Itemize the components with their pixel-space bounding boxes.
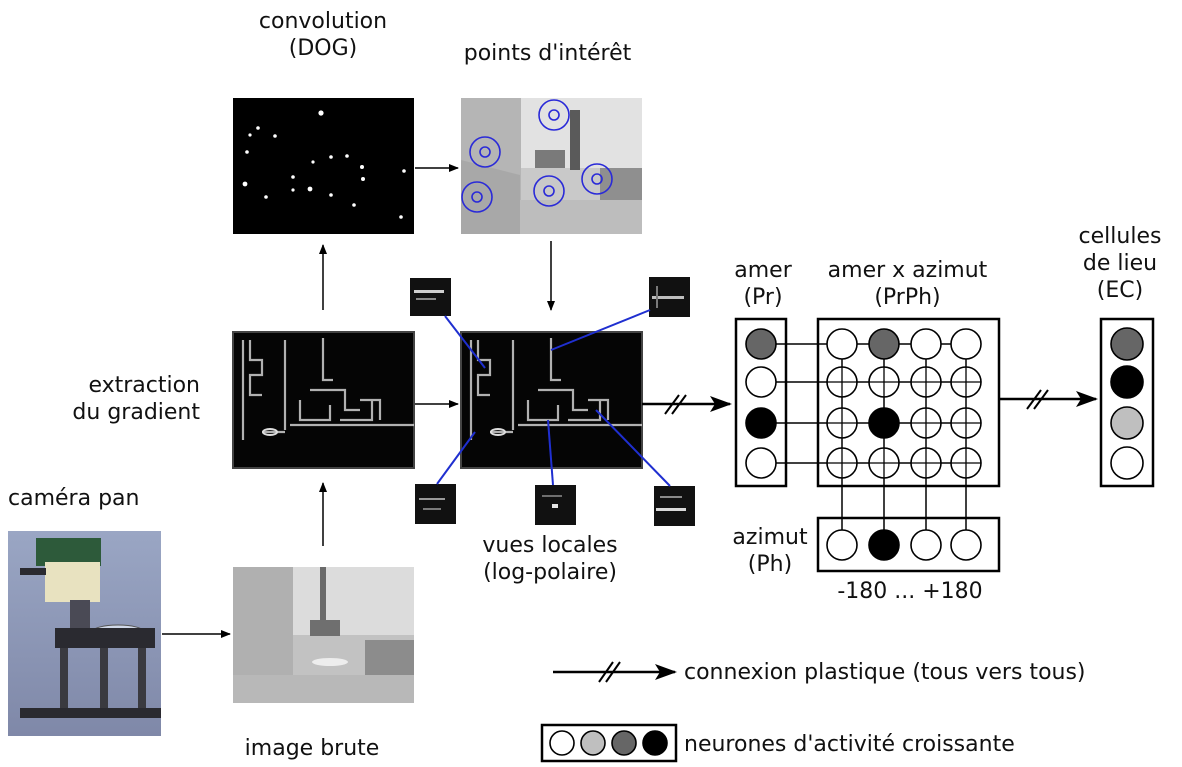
- prph-neuron-3-2: [868, 407, 900, 439]
- cellules-neurons: [1110, 327, 1144, 480]
- label-image-brute-text: image brute: [244, 736, 380, 761]
- legend-neuron-1: [549, 730, 575, 756]
- label-amer-line1: amer: [734, 258, 792, 283]
- legend-plastic-arrow: [553, 661, 677, 683]
- label-vues-locales-line2: (log-polaire): [483, 560, 617, 585]
- label-points-interet: points d'intérêt: [425, 40, 670, 67]
- azimut-neuron-3: [910, 529, 942, 561]
- label-convolution-line1: convolution: [258, 9, 388, 34]
- label-cellules-line2: de lieu: [1082, 251, 1158, 276]
- label-vues-locales: vues locales (log-polaire): [455, 532, 645, 586]
- legend-neurons-label: neurones d'activité croissante: [684, 731, 1015, 758]
- gradient-image-right: [460, 331, 643, 469]
- points-interet-image: [461, 98, 642, 234]
- prph-neuron-1-1: [826, 328, 858, 360]
- cellules-neuron-4: [1110, 446, 1144, 480]
- label-image-brute: image brute: [222, 735, 402, 762]
- prph-neuron-1-3: [910, 328, 942, 360]
- azimut-neuron-1: [826, 529, 858, 561]
- legend-plastic-connection-label: connexion plastique (tous vers tous): [684, 659, 1086, 686]
- label-azimut-line2: (Ph): [747, 552, 793, 577]
- legend-neurons-text: neurones d'activité croissante: [684, 732, 1015, 757]
- local-view-1: [410, 278, 451, 316]
- label-amer-x-azimut-line1: amer x azimut: [827, 258, 988, 283]
- cellules-neuron-2: [1110, 365, 1144, 399]
- amer-neuron-4: [745, 447, 777, 479]
- label-convolution-line2: (DOG): [288, 36, 358, 61]
- gradient-image-left: [232, 331, 415, 469]
- local-view-thumbnails: [410, 277, 695, 526]
- label-vues-locales-line1: vues locales: [482, 533, 618, 558]
- prph-neuron-1-2: [868, 328, 900, 360]
- amer-neuron-1: [745, 328, 777, 360]
- legend-neurons-box: [540, 723, 678, 763]
- raw-image: [233, 567, 414, 703]
- cellules-neuron-3: [1110, 406, 1144, 440]
- plastic-connection-gradient-to-amer: [642, 394, 732, 415]
- dog-image: [233, 98, 414, 234]
- amer-neurons: [745, 328, 777, 479]
- label-cellules-de-lieu: cellules de lieu (EC): [1065, 223, 1175, 304]
- label-camera-pan: caméra pan: [8, 485, 139, 512]
- flow-arrows: [162, 164, 555, 638]
- prph-neuron-box: [816, 317, 1001, 488]
- prph-neurons: [826, 328, 982, 479]
- amer-neuron-3: [745, 407, 777, 439]
- azimut-neurons: [826, 529, 982, 561]
- local-view-5: [654, 486, 695, 526]
- legend-neuron-2: [580, 730, 606, 756]
- plastic-connection-prph-to-cellules: [1000, 389, 1098, 410]
- cellules-neuron-1: [1110, 327, 1144, 361]
- legend-plastic-connection-text: connexion plastique (tous vers tous): [684, 660, 1086, 685]
- amer-neuron-2: [745, 366, 777, 398]
- cellules-neuron-box: [1099, 317, 1155, 488]
- label-points-interet-text: points d'intérêt: [463, 41, 632, 66]
- prph-neuron-1-4: [950, 328, 982, 360]
- legend-neuron-4: [642, 730, 668, 756]
- label-cellules-line1: cellules: [1078, 224, 1162, 249]
- azimut-neuron-4: [950, 529, 982, 561]
- label-extraction: extraction du gradient: [30, 372, 200, 426]
- label-amer-x-azimut: amer x azimut (PrPh): [805, 257, 1010, 311]
- label-azimut-range: -180 ... +180: [810, 578, 1010, 605]
- label-azimut-line1: azimut: [732, 525, 808, 550]
- label-azimut-range-text: -180 ... +180: [837, 579, 983, 604]
- label-azimut: azimut (Ph): [725, 524, 815, 578]
- label-convolution: convolution (DOG): [238, 8, 408, 62]
- local-view-3: [415, 484, 456, 524]
- camera-photo: [8, 531, 161, 736]
- label-amer-x-azimut-line2: (PrPh): [874, 285, 941, 310]
- amer-neuron-box: [734, 317, 788, 488]
- local-view-4: [535, 485, 576, 525]
- label-camera-pan-text: caméra pan: [8, 486, 140, 511]
- label-cellules-line3: (EC): [1096, 278, 1144, 303]
- legend-neurons: [549, 730, 668, 756]
- azimut-neuron-2: [868, 529, 900, 561]
- label-amer: amer (Pr): [718, 257, 808, 311]
- legend-neuron-3: [611, 730, 637, 756]
- label-extraction-line1: extraction: [88, 373, 200, 398]
- label-amer-line2: (Pr): [743, 285, 783, 310]
- local-view-2: [649, 277, 690, 317]
- local-view-links: [436, 309, 671, 487]
- label-extraction-line2: du gradient: [72, 400, 200, 425]
- azimut-neuron-box: [816, 516, 1001, 573]
